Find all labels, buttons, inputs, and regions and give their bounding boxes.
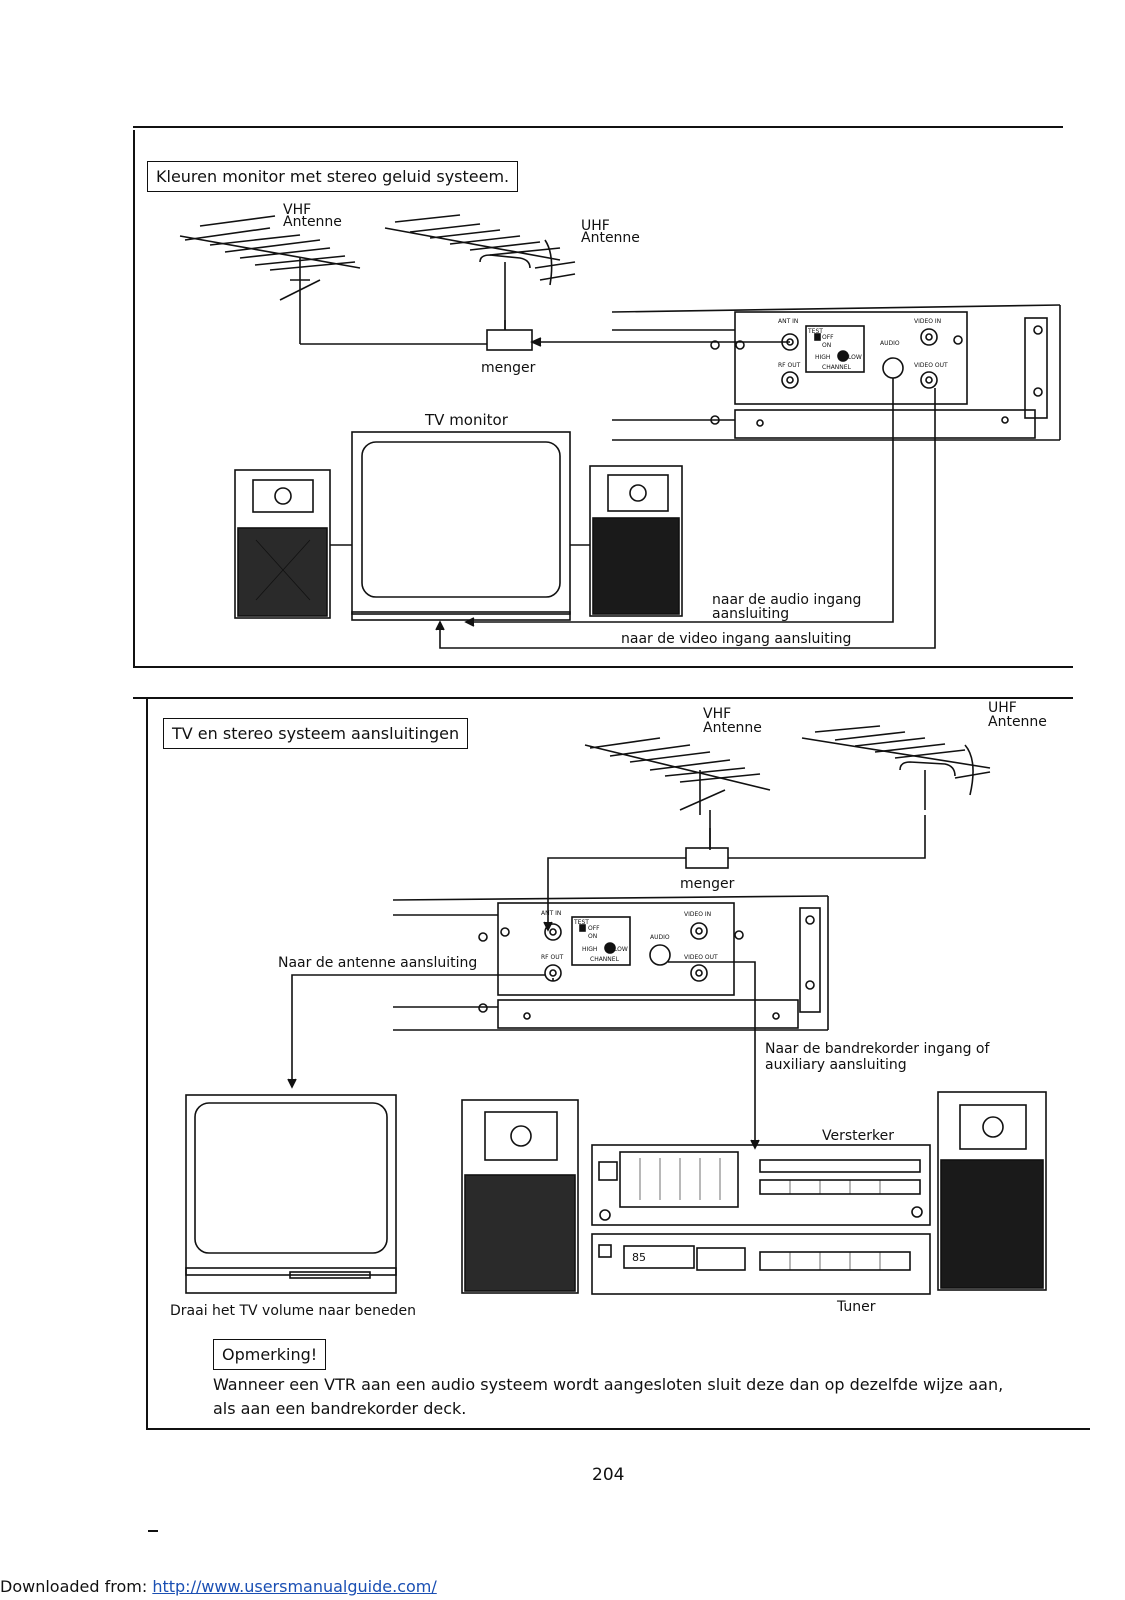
tuner xyxy=(591,1233,931,1295)
amplifier-label: Versterker xyxy=(822,1128,894,1144)
panel-on-1: ON xyxy=(822,342,832,349)
stray-mark xyxy=(148,1530,158,1532)
section-1-bottom-rule xyxy=(133,666,1073,668)
panel-test-2: TEST xyxy=(574,919,589,926)
vhf-antenna-icon xyxy=(179,215,361,344)
mixer-box xyxy=(486,329,533,351)
page-number: 204 xyxy=(592,1465,625,1485)
panel-test-1: TEST xyxy=(808,328,823,335)
vhf-label-2b: Antenne xyxy=(703,720,762,736)
vhf-label-2a: VHF xyxy=(703,706,732,722)
panel-video-out-1: VIDEO OUT xyxy=(914,362,948,369)
vhf-antenna-icon xyxy=(584,737,771,850)
section-2-left-border xyxy=(146,699,148,1429)
section-1-diagram xyxy=(179,214,1061,649)
panel-video-in-1: VIDEO IN xyxy=(914,318,942,325)
mixer-label-2: menger xyxy=(680,876,735,892)
panel-rf-out-2: RF OUT xyxy=(541,954,564,961)
note-line-1: Wanneer een VTR aan een audio systeem wo… xyxy=(213,1375,1004,1394)
speaker-right xyxy=(589,465,683,617)
speaker-right xyxy=(937,1091,1047,1291)
audio-input-label-a: naar de audio ingang xyxy=(712,592,862,608)
panel-low-1: LOW xyxy=(848,354,862,361)
panel-on-2: ON xyxy=(588,933,598,940)
uhf-label-2b: Antenne xyxy=(988,714,1047,730)
top-rule xyxy=(133,126,1063,128)
panel-ant-in-2: ANT IN xyxy=(541,910,562,917)
panel-off-1: OFF xyxy=(822,334,834,341)
recorder-input-label-b: auxiliary aansluiting xyxy=(765,1057,907,1073)
panel-audio-2: AUDIO xyxy=(650,934,670,941)
panel-video-in-2: VIDEO IN xyxy=(684,911,712,918)
uhf-label-2a: UHF xyxy=(988,700,1017,716)
uhf-antenna-icon xyxy=(384,214,576,330)
antenna-connection-label: Naar de antenne aansluiting xyxy=(278,955,478,971)
footer-link[interactable]: http://www.usersmanualguide.com/ xyxy=(152,1577,437,1596)
panel-video-out-2: VIDEO OUT xyxy=(684,954,718,961)
panel-off-2: OFF xyxy=(588,925,600,932)
uhf-label-1b: Antenne xyxy=(581,230,640,246)
panel-rf-out-1: RF OUT xyxy=(778,362,801,369)
tv-volume-label: Draai het TV volume naar beneden xyxy=(170,1303,416,1319)
panel-high-2: HIGH xyxy=(582,946,598,953)
vhf-label-1a: VHF xyxy=(283,202,312,218)
mixer-box xyxy=(685,847,729,869)
amplifier xyxy=(591,1144,931,1226)
section-1-title: Kleuren monitor met stereo geluid systee… xyxy=(147,161,519,192)
section-1-left-border xyxy=(133,130,135,668)
uhf-antenna-icon xyxy=(801,725,991,810)
mixer-label-1: menger xyxy=(481,360,536,376)
panel-low-2: LOW xyxy=(614,946,628,953)
tuner-label: Tuner xyxy=(837,1299,876,1315)
section-2-bottom-rule xyxy=(146,1428,1090,1430)
vhf-label-1b: Antenne xyxy=(283,214,342,230)
download-footer: Downloaded from: http://www.usersmanualg… xyxy=(0,1577,437,1596)
note-line-2: als aan een bandrekorder deck. xyxy=(213,1399,467,1418)
uhf-label-1a: UHF xyxy=(581,218,610,234)
panel-channel-2: CHANNEL xyxy=(590,956,619,963)
tv-monitor xyxy=(351,431,571,615)
footer-prefix: Downloaded from: xyxy=(0,1577,153,1596)
section-2-diagram xyxy=(185,725,1047,1295)
panel-channel-1: CHANNEL xyxy=(822,364,851,371)
panel-audio-1: AUDIO xyxy=(880,340,900,347)
vcr-panel xyxy=(497,902,735,996)
speaker-left xyxy=(234,469,331,619)
tv-monitor-label: TV monitor xyxy=(425,411,508,429)
tv-monitor xyxy=(185,1094,397,1276)
panel-high-1: HIGH xyxy=(815,354,831,361)
section-2-top-rule xyxy=(133,697,1073,699)
vcr-panel xyxy=(734,311,968,405)
video-input-label: naar de video ingang aansluiting xyxy=(621,631,852,647)
recorder-input-label-a: Naar de bandrekorder ingang of xyxy=(765,1041,990,1057)
panel-ant-in-1: ANT IN xyxy=(778,318,799,325)
audio-input-label-b: aansluiting xyxy=(712,606,790,622)
section-2-title: TV en stereo systeem aansluitingen xyxy=(163,718,469,749)
note-title: Opmerking! xyxy=(213,1339,327,1370)
tuner-display: 85 xyxy=(632,1251,646,1264)
speaker-left xyxy=(461,1099,579,1294)
